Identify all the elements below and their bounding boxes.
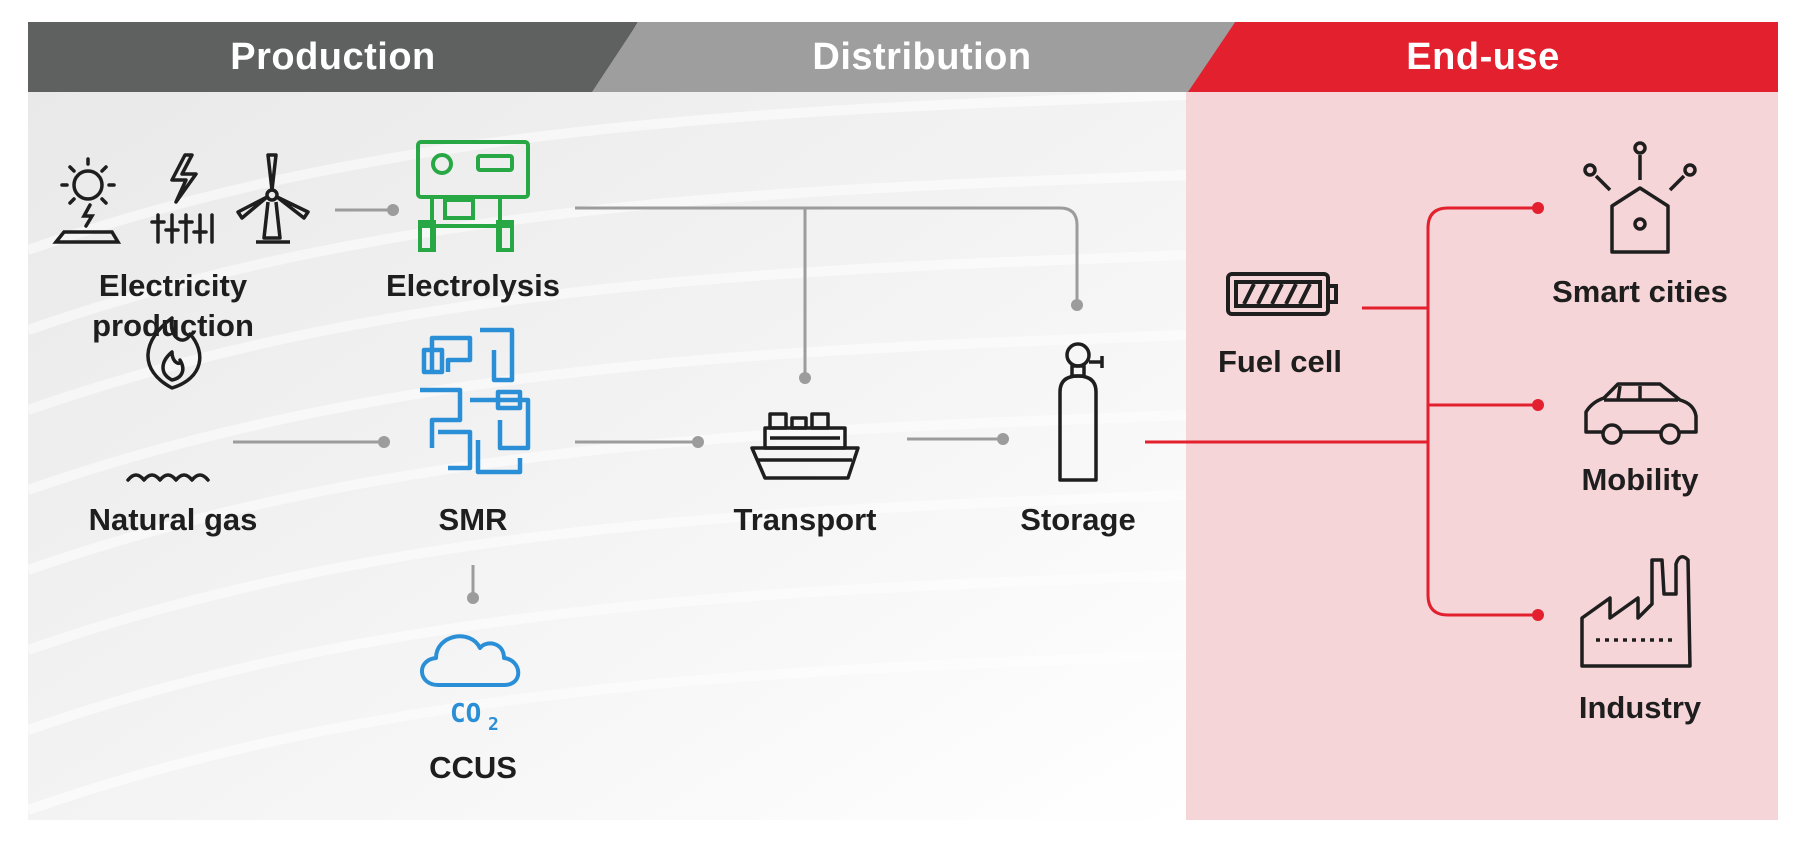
factory-icon [1580,555,1692,668]
red-connector-dots [1532,202,1544,621]
svg-text:CO: CO [450,699,481,729]
grid-bars-icon [150,213,214,244]
electrolysis-label: Electrolysis [386,268,560,303]
end-use-header-label: End-use [1406,35,1560,78]
co2-cloud-icon: CO 2 [420,634,521,735]
svg-text:2: 2 [488,714,499,735]
end-use-background [1186,92,1778,820]
smr-reactor-icon [420,327,531,475]
ship-icon [750,412,860,480]
gray-connector-dots [378,204,1083,604]
mobility-label: Mobility [1581,462,1699,497]
production-header-label: Production [230,35,436,78]
connector-electrolysis-storage [575,206,1079,305]
fuel-cell-label: Fuel cell [1218,344,1342,379]
car-icon [1584,382,1698,445]
connector-trunk [1426,206,1538,617]
end-use-header: End-use [1188,22,1778,92]
sun-icon [52,157,122,244]
flame-icon [126,316,210,482]
gray-connectors [233,206,1079,598]
battery-icon [1226,272,1338,316]
electricity-production-label-line1: Electricity [99,268,248,303]
storage-label: Storage [1020,502,1135,537]
red-connectors [1145,206,1538,617]
wind-turbine-icon [236,153,310,244]
smart-cities-label: Smart cities [1552,274,1728,309]
distribution-header: Distribution [592,22,1252,92]
production-header: Production [28,22,638,92]
smr-label: SMR [439,502,508,537]
natural-gas-label: Natural gas [89,502,258,537]
smart-city-icon [1583,141,1697,254]
industry-label: Industry [1579,690,1702,725]
distribution-header-label: Distribution [812,35,1032,78]
electrolyzer-icon [416,140,530,252]
lightning-icon [170,153,198,204]
transport-label: Transport [734,502,877,537]
ccus-label: CCUS [429,750,517,785]
electricity-production-label-line2: production [92,308,254,343]
gas-cylinder-icon [1058,342,1104,482]
